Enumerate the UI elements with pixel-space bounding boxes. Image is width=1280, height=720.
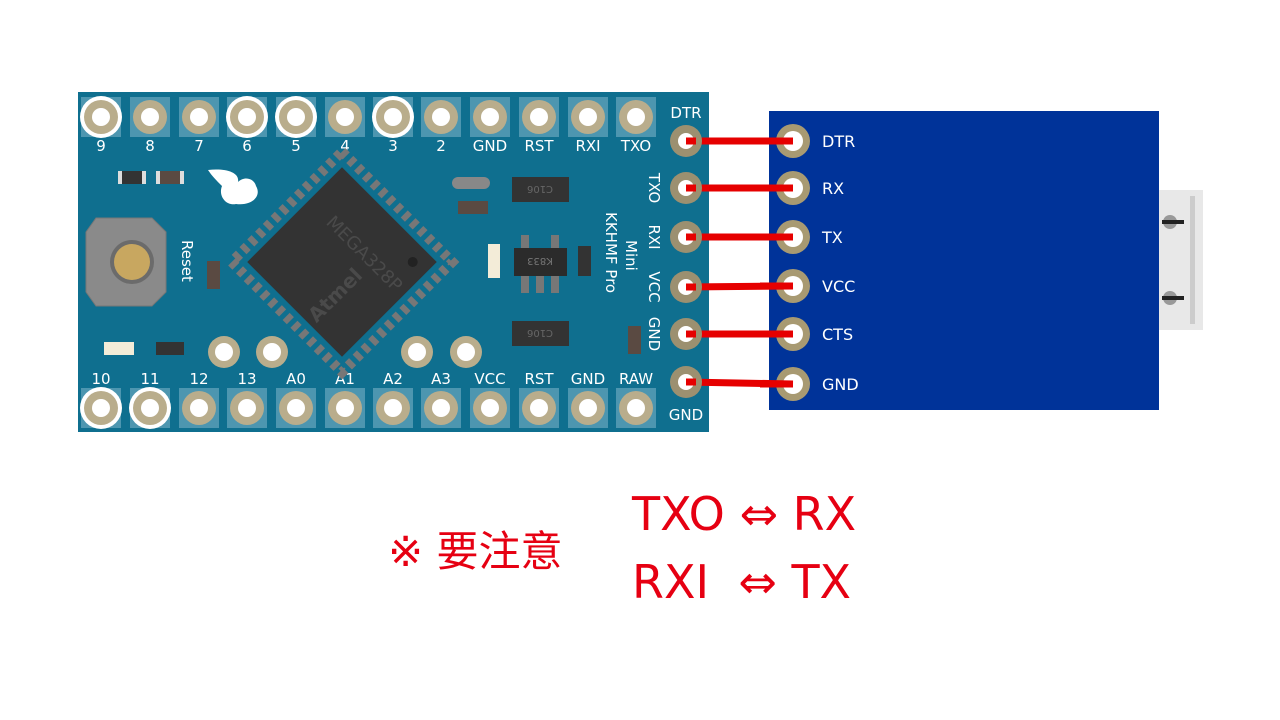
pin-3: [372, 96, 414, 138]
pin-label: GND: [571, 370, 605, 388]
pin-label: 3: [388, 137, 398, 155]
pin-12: [179, 388, 219, 428]
pin-label: 9: [96, 137, 106, 155]
module-pcb: [769, 111, 1159, 410]
top-pin-row: 9 8 7 6 5 4 3 2 GND RST RXI TXO: [80, 96, 656, 368]
pin-label: GND: [473, 137, 507, 155]
inner-pad: [256, 336, 288, 368]
pin-5: [275, 96, 317, 138]
header-side-label: RXI: [645, 224, 663, 249]
pin-a1: [325, 388, 365, 428]
header-pin: [670, 125, 702, 157]
inner-pad: [208, 336, 240, 368]
pin-label: 11: [140, 370, 159, 388]
module-pin-label: RX: [822, 179, 844, 198]
inner-pad: [450, 336, 482, 368]
svg-text:C106: C106: [527, 183, 553, 194]
pin-label: RXI: [575, 137, 600, 155]
logo-icon: [208, 169, 258, 205]
header-label-dtr: DTR: [670, 104, 701, 122]
pin-label: 6: [242, 137, 252, 155]
pin-6: [226, 96, 268, 138]
note-line-rxi-tx: RXI ⇔ TX: [632, 555, 851, 609]
capacitor: C106: [512, 321, 569, 346]
header-label-gnd: GND: [669, 406, 703, 424]
pin-2: [421, 97, 461, 137]
board-header-pins: [670, 125, 702, 398]
pin-raw: [616, 388, 656, 428]
wires: [685, 137, 794, 388]
pin-gnd: [568, 388, 608, 428]
pin-a3: [421, 388, 461, 428]
pin-label: TXO: [620, 137, 651, 155]
pin-label: 8: [145, 137, 155, 155]
header-pin: [670, 221, 702, 253]
pin-txo: [616, 97, 656, 137]
pin-9: [80, 96, 122, 138]
svg-text:C106: C106: [527, 327, 553, 338]
header-side-label: GND: [645, 317, 663, 351]
header-side-labels: TXO RXI VCC GND: [645, 172, 663, 351]
voltage-regulator: K833: [514, 235, 567, 293]
pin-rxi: [568, 97, 608, 137]
note-line-txo-rx: TXO ⇔ RX: [631, 487, 856, 541]
svg-text:K833: K833: [527, 255, 553, 266]
pin-label: A0: [286, 370, 306, 388]
module-pin-label: GND: [822, 375, 859, 394]
header-side-label: VCC: [645, 271, 663, 302]
module-pin-label: CTS: [822, 325, 853, 344]
pin-a2: [373, 388, 413, 428]
warning-note: ※ 要注意: [388, 527, 563, 576]
usb-serial-module: DTR RX TX VCC CTS GND: [760, 111, 1203, 410]
pin-gnd: [470, 97, 510, 137]
header-pin: [670, 318, 702, 350]
header-pin: [670, 172, 702, 204]
wire: [685, 282, 794, 291]
pin-8: [130, 97, 170, 137]
smd-components: [104, 171, 641, 355]
pin-label: RST: [524, 370, 554, 388]
pin-label: 10: [91, 370, 110, 388]
capacitor: C106: [512, 177, 569, 202]
pin-4: [325, 97, 365, 137]
pin-label: A2: [383, 370, 403, 388]
pin-label: 2: [436, 137, 446, 155]
board-silk-mini: Mini: [622, 240, 640, 271]
pin-label: A3: [431, 370, 451, 388]
pin-label: VCC: [474, 370, 505, 388]
pin-vcc: [470, 388, 510, 428]
module-pin-label: VCC: [822, 277, 855, 296]
inner-pad: [401, 336, 433, 368]
pin-label: 13: [237, 370, 256, 388]
header-pin: [670, 366, 702, 398]
pin-label: RST: [524, 137, 554, 155]
board-silk-name: KKHMF Pro: [602, 212, 620, 293]
pin-a0: [276, 388, 316, 428]
pin-7: [179, 97, 219, 137]
module-pin-label: DTR: [822, 132, 855, 151]
pin-label: 12: [189, 370, 208, 388]
pin-11: [129, 387, 171, 429]
header-side-label: TXO: [645, 172, 663, 203]
header-pin: [670, 271, 702, 303]
wire: [685, 378, 794, 388]
pin-label: 5: [291, 137, 301, 155]
pin-rst: [519, 388, 559, 428]
pin-label: RAW: [619, 370, 653, 388]
pin-label: 4: [340, 137, 350, 155]
pin-10: [80, 387, 122, 429]
pin-rst: [519, 97, 559, 137]
module-pin-label: TX: [821, 228, 843, 247]
usb-connector: [1159, 190, 1203, 330]
reset-label: Reset: [178, 240, 196, 282]
pin-13: [227, 388, 267, 428]
pin-label: 7: [194, 137, 204, 155]
reset-button: [85, 217, 167, 307]
